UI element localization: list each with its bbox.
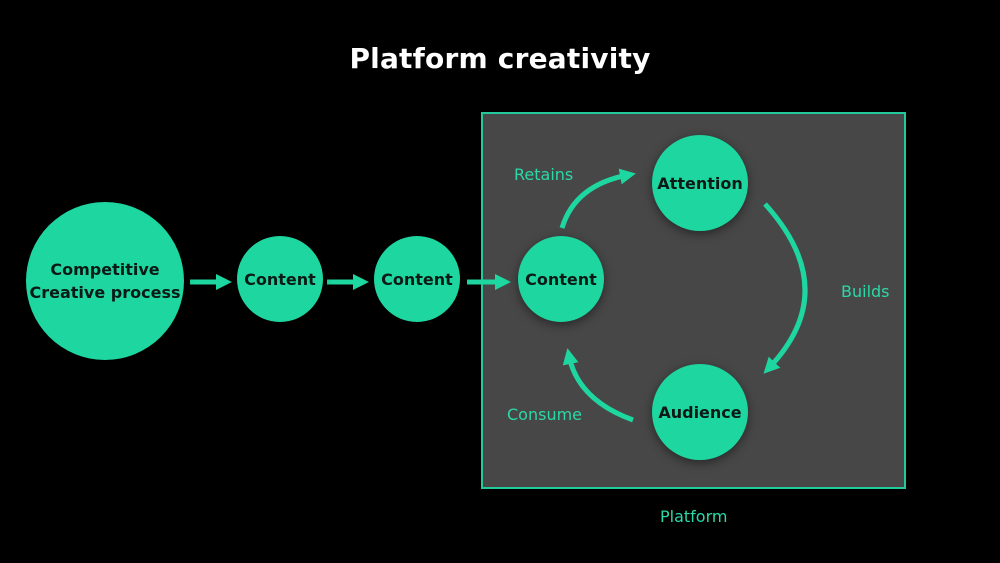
creative-process-line2: Creative process [29, 283, 181, 302]
audience-label: Audience [658, 402, 742, 422]
node-content-1: Content [237, 236, 323, 322]
content-2-label: Content [381, 269, 453, 289]
node-creative-process: Competitive Creative process [26, 202, 184, 360]
platform-label: Platform [660, 507, 728, 526]
edge-label-consume: Consume [507, 405, 583, 424]
arrow-consume [562, 348, 634, 423]
page-title: Platform creativity [349, 42, 651, 75]
edge-label-builds: Builds [841, 282, 890, 301]
content-1-label: Content [244, 269, 316, 289]
node-content-2: Content [374, 236, 460, 322]
node-audience: Audience [652, 364, 748, 460]
node-content-3: Content [518, 236, 604, 322]
attention-label: Attention [657, 173, 743, 193]
content-3-label: Content [525, 269, 597, 289]
edge-label-retains: Retains [514, 165, 574, 184]
arrow-retains [559, 168, 636, 229]
creative-process-line1: Competitive [50, 260, 160, 279]
node-attention: Attention [652, 135, 748, 231]
arrow-builds [763, 202, 808, 374]
